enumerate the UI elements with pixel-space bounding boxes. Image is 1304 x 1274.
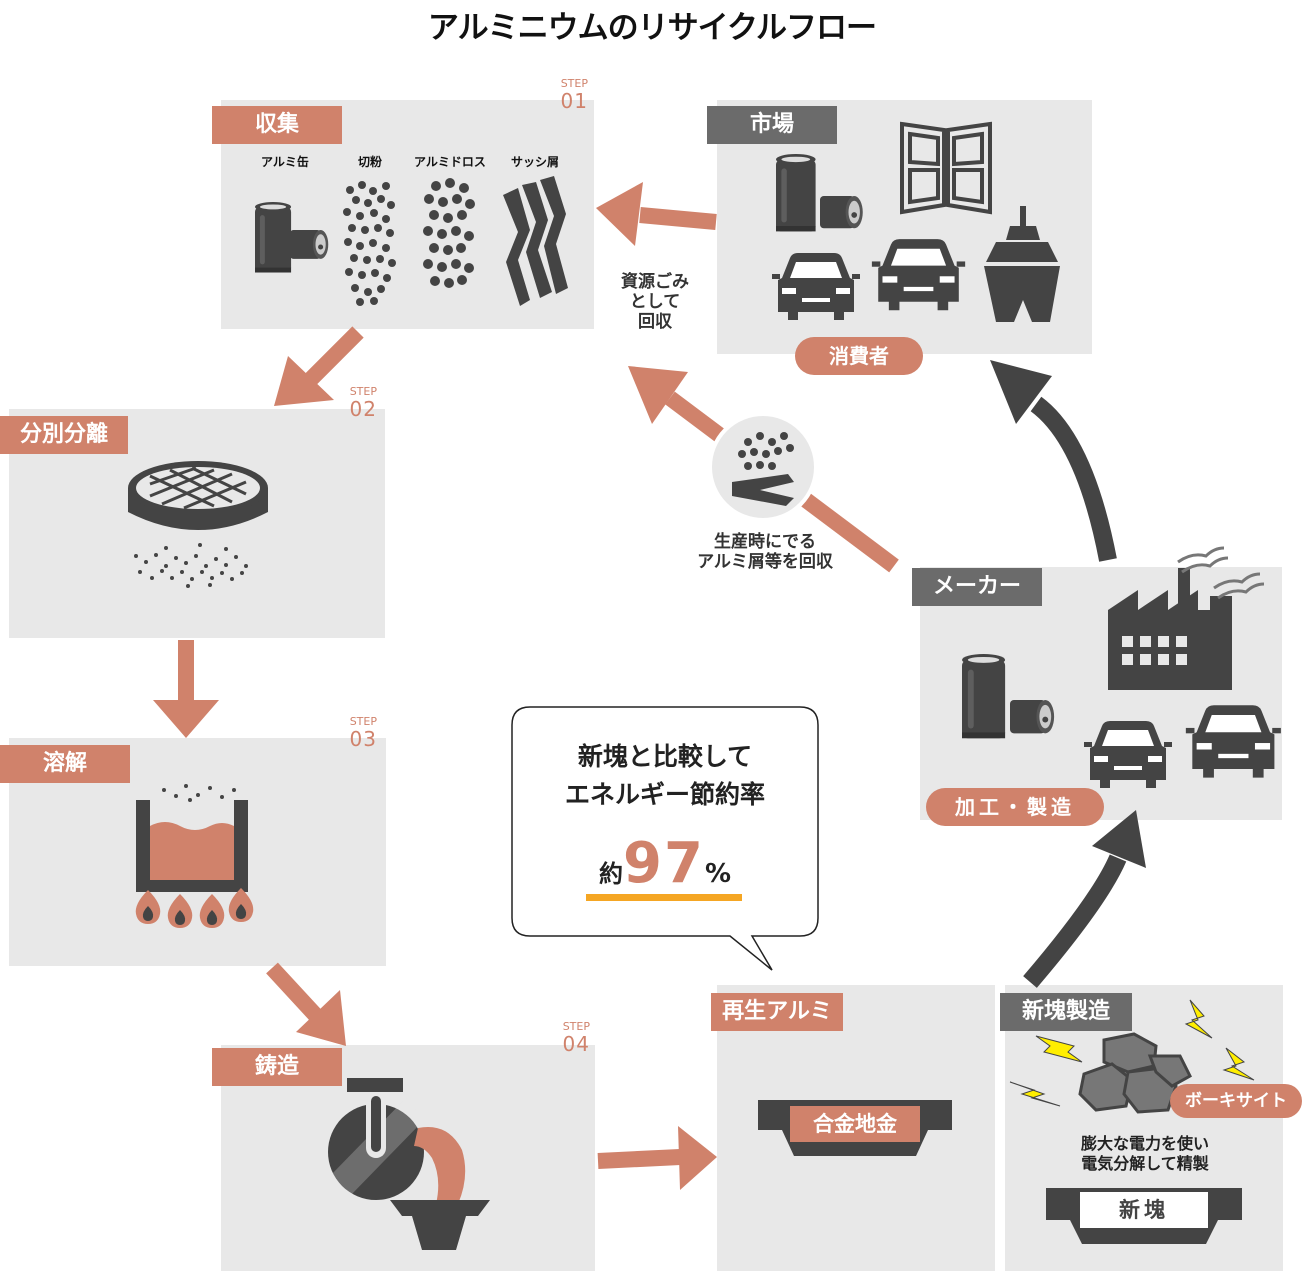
callout-heading: 新塊と比較して エネルギー節約率	[564, 742, 765, 809]
arrow-sort-to-melt-head	[153, 700, 219, 738]
savings-prefix: 約	[599, 860, 623, 888]
mold-icon	[390, 1200, 490, 1250]
sort-tag: 分別分離	[0, 416, 128, 454]
sieve-icon	[128, 461, 268, 530]
scrap-circle-icon	[708, 412, 818, 522]
powder-icon	[134, 543, 248, 588]
arrow-market-to-collect-head	[596, 182, 643, 246]
savings-underline	[586, 894, 742, 901]
factory-icon	[1108, 546, 1265, 690]
virgin-tag: 新塊製造	[1000, 993, 1132, 1031]
bauxite-rock-icon	[1078, 1032, 1192, 1114]
molten-metal-icon	[414, 1126, 466, 1204]
sash-scrap-icon	[503, 176, 568, 306]
can-icon	[776, 154, 816, 232]
can-icon	[255, 202, 292, 273]
car-icon	[871, 239, 966, 311]
car-icon	[1084, 721, 1172, 788]
lightning-icon	[1009, 999, 1255, 1107]
bauxite-pill: ボーキサイト	[1170, 1084, 1302, 1118]
waste-collection-label: 資源ごみ として 回収	[621, 272, 689, 332]
alloy-ingot-label: 合金地金	[813, 1112, 897, 1136]
cast-tag: 鋳造	[212, 1048, 342, 1086]
can-lying-icon	[820, 196, 863, 229]
arrow-collect-to-sort-head	[274, 356, 334, 406]
can-icon	[962, 654, 1006, 739]
furnace-icon	[136, 784, 248, 892]
savings-value: 約97%	[512, 836, 818, 905]
savings-number: 97	[623, 831, 705, 896]
arrow-virgin-to-maker	[1023, 854, 1127, 988]
sash-item-label: サッシ屑	[510, 155, 559, 169]
fire-icon	[135, 888, 254, 928]
market-tag: 市場	[707, 106, 837, 144]
consumer-pill: 消費者	[795, 337, 923, 375]
maker-tag: メーカー	[912, 568, 1042, 606]
arrow-virgin-to-maker-head	[1092, 810, 1146, 868]
arrow-collect-to-sort	[304, 326, 364, 386]
car-icon	[1185, 705, 1281, 778]
recycled-tag: 再生アルミ	[711, 993, 843, 1031]
can-lying-icon	[290, 230, 329, 259]
arrow-maker-to-collect-head	[628, 366, 688, 424]
arrow-melt-to-cast	[266, 962, 326, 1026]
collect-tag: 収集	[212, 106, 342, 144]
car-icon	[772, 253, 860, 320]
savings-unit: %	[704, 859, 731, 889]
process-pill: 加工・製造	[926, 788, 1104, 826]
scrap-collection-label: 生産時にでる アルミ屑等を回収	[697, 532, 833, 572]
chips-item-label: 切粉	[357, 155, 382, 169]
melt-tag: 溶解	[0, 745, 130, 783]
arrow-cast-to-recycled	[597, 1149, 681, 1169]
speech-bubble	[511, 706, 819, 971]
arrow-melt-to-cast-head	[296, 990, 346, 1046]
dross-icon	[423, 178, 475, 288]
electrolysis-description: 膨大な電力を使い 電気分解して精製	[1080, 1134, 1209, 1173]
window-icon	[900, 121, 992, 215]
arrow-cast-to-recycled-head	[678, 1126, 717, 1190]
ship-icon	[984, 206, 1060, 322]
can-item-label: アルミ缶	[261, 155, 309, 169]
arrow-maker-to-market-head	[990, 360, 1052, 424]
chips-icon	[343, 181, 396, 306]
ladle-icon	[328, 1078, 424, 1200]
page-title: アルミニウムのリサイクルフロー	[427, 10, 877, 46]
virgin-ingot-label: 新塊	[1119, 1198, 1169, 1222]
arrow-market-to-collect	[639, 207, 717, 230]
dross-item-label: アルミドロス	[414, 155, 486, 169]
arrow-maker-to-market	[1030, 396, 1117, 562]
can-lying-icon	[1010, 700, 1055, 734]
